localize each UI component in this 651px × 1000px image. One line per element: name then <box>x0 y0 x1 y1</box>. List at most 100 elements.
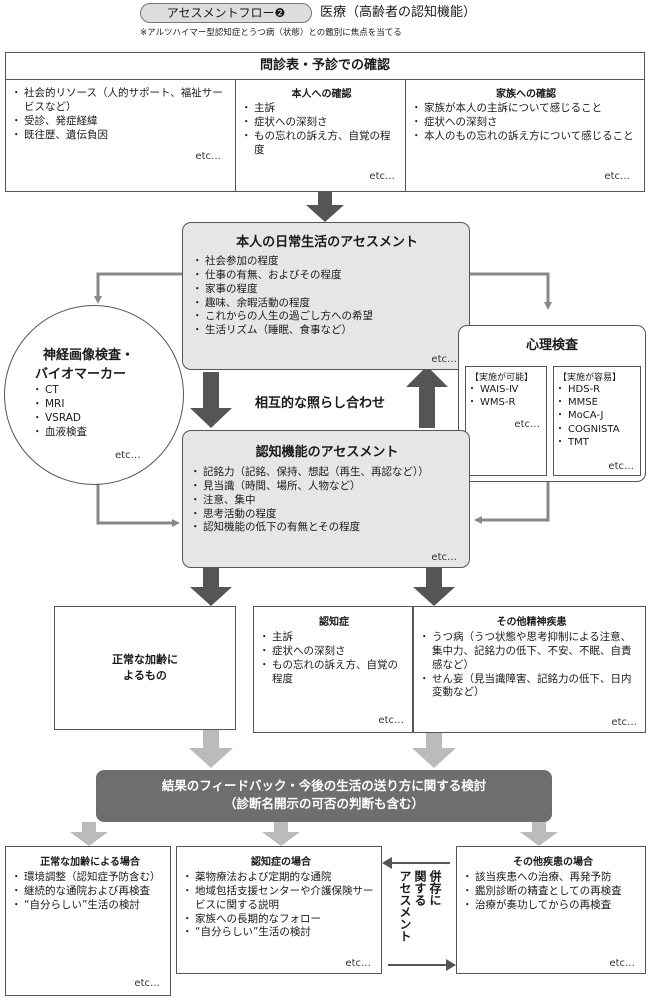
cognitive-item: 注意、集中 <box>190 494 461 508</box>
intake-col3-item: 本人のもの忘れの訴え方について感じること <box>411 130 638 144</box>
psych-right-item: HDS-R <box>555 383 640 396</box>
intake-col1-item: 社会的リソース（人的サポート、福祉サービスなど） <box>11 87 229 115</box>
etc-label: etc… <box>115 450 141 461</box>
line-psych-to-cognitive <box>474 482 550 524</box>
etc-label: etc… <box>611 717 637 728</box>
outcome-other-item: うつ病（うつ状態や思考抑制による注意、集中力、記銘力の低下、不安、不眠、自責感な… <box>419 631 641 673</box>
neuro-title-line1: 神経画像検査・ <box>43 348 135 363</box>
daily-life-item: 生活リズム（睡眠、食事など） <box>192 324 459 338</box>
feedback-panel: 結果のフィードバック・今後の生活の送り方に関する検討 （診断名開示の可否の判断も… <box>96 770 552 822</box>
cross-ref-label: 相互的な照らし合わせ <box>254 396 385 411</box>
case-normal-box: 正常な加齢による場合 環境調整（認知症予防含む） 継続的な通院および再検査 “自… <box>5 846 171 996</box>
arrow-cognitive-to-normal <box>190 568 232 606</box>
intake-col-social: 社会的リソース（人的サポート、福祉サービスなど） 受診、発症経緯 既往歴、遺伝負… <box>6 79 236 191</box>
case-other-item: 治療が奏功してからの再検査 <box>462 899 641 913</box>
arrow-feedback-to-dementia-case <box>262 822 300 846</box>
psych-right-item: MoCA-J <box>555 409 640 422</box>
case-dementia-item: “自分らしい”生活の検討 <box>182 926 377 940</box>
etc-label: etc… <box>195 151 221 162</box>
daily-life-item: 社会参加の程度 <box>192 255 459 269</box>
coexist-line2: 関する <box>413 870 427 906</box>
arrow-cognitive-to-disease <box>413 568 455 606</box>
case-dementia-box: 認知症の場合 薬物療法および定期的な通院 地域包括支援センターや介護保険サービス… <box>176 846 382 974</box>
psych-left-box: 【実施が可能】 WAIS-Ⅳ WMS-R etc… <box>465 366 547 476</box>
outcome-normal-box: 正常な加齢に よるもの <box>54 606 236 730</box>
outcome-dementia-item: 症状への深刻さ <box>259 645 406 659</box>
psych-right-heading: 【実施が容易】 <box>558 373 622 383</box>
case-other-box: その他疾患の場合 該当疾患への治療、再発予防 鑑別診断の精査としての再検査 治療… <box>456 846 646 974</box>
daily-life-item: 家事の程度 <box>192 283 459 297</box>
outcome-other-item: せん妄（見当識障害、記銘力の低下、日内変動など） <box>419 673 641 701</box>
case-dementia-item: 家族への長期的なフォロー <box>182 913 377 927</box>
coexist-line3: アセスメント <box>398 870 412 942</box>
outcome-other-box: その他精神疾患 うつ病（うつ状態や思考抑制による注意、集中力、記銘力の低下、不安… <box>413 606 646 733</box>
coexist-label: 併存に 関する アセスメント <box>392 870 442 960</box>
case-dementia-heading: 認知症の場合 <box>251 857 311 868</box>
psych-right-box: 【実施が容易】 HDS-R MMSE MoCA-J COGNISTA TMT e… <box>553 366 641 476</box>
psych-right-item: MMSE <box>555 396 640 409</box>
case-other-item: 鑑別診断の精査としての再検査 <box>462 885 641 899</box>
coexist-line1: 併存に <box>428 870 442 906</box>
intake-col2-item: 症状への深刻さ <box>241 116 399 130</box>
arrow-disease-to-feedback <box>412 733 456 768</box>
intake-col2-item: 主訴 <box>241 102 399 116</box>
intake-col1-item: 既往歴、遺伝負因 <box>11 129 229 143</box>
etc-label: etc… <box>345 958 371 969</box>
psych-right-item: COGNISTA <box>555 423 640 436</box>
etc-label: etc… <box>604 171 630 182</box>
intake-col2-heading: 本人への確認 <box>291 89 352 100</box>
case-dementia-item: 地域包括支援センターや介護保険サービスに関する説明 <box>182 885 377 913</box>
psych-left-item: WAIS-Ⅳ <box>467 383 546 396</box>
outcome-normal-line2: よるもの <box>123 669 167 682</box>
arrow-cognitive-to-daily <box>406 366 448 428</box>
case-normal-item: “自分らしい”生活の検討 <box>11 899 166 913</box>
case-normal-heading: 正常な加齢による場合 <box>40 857 140 868</box>
outcome-normal-line1: 正常な加齢に <box>112 653 178 666</box>
intake-col1-item: 受診、発症経緯 <box>11 115 229 129</box>
intake-panel: 問診表・予診での確認 社会的リソース（人的サポート、福祉サービスなど） 受診、発… <box>5 52 645 192</box>
arrow-feedback-to-other-case <box>520 822 558 846</box>
cognitive-panel: 認知機能のアセスメント 記銘力（記銘、保持、想起（再生、再認など）） 見当識（時… <box>182 430 470 568</box>
intake-col3-item: 家族が本人の主訴について感じること <box>411 102 638 116</box>
neuro-item: CT <box>32 384 183 398</box>
line-daily-to-neuro <box>94 272 182 304</box>
psych-left-item: WMS-R <box>467 396 546 409</box>
outcome-dementia-heading: 認知症 <box>319 617 349 628</box>
cognitive-title: 認知機能のアセスメント <box>255 445 399 460</box>
case-other-heading: その他疾患の場合 <box>513 857 593 868</box>
daily-life-item: これからの人生の過ごし方への希望 <box>192 310 459 324</box>
intake-col-family: 家族への確認 家族が本人の主訴について感じること 症状への深刻さ 本人のもの忘れ… <box>406 79 644 191</box>
intake-col3-item: 症状への深刻さ <box>411 116 638 130</box>
daily-life-title: 本人の日常生活のアセスメント <box>236 235 418 250</box>
feedback-line2: （診断名開示の可否の判断も含む） <box>223 796 424 811</box>
case-other-item: 該当疾患への治療、再発予防 <box>462 871 641 885</box>
case-dementia-item: 薬物療法および定期的な通院 <box>182 871 377 885</box>
neuro-item: MRI <box>32 398 183 412</box>
header-title: 医療（高齢者の認知機能） <box>320 5 477 20</box>
daily-life-panel: 本人の日常生活のアセスメント 社会参加の程度 仕事の有無、およびその程度 家事の… <box>182 222 470 370</box>
outcome-dementia-box: 認知症 主訴 症状への深刻さ もの忘れの訴え方、自覚の程度 etc… <box>253 606 413 733</box>
cognitive-item: 見当識（時間、場所、人物など） <box>190 480 461 494</box>
arrow-intake-to-daily <box>306 191 344 222</box>
feedback-line1: 結果のフィードバック・今後の生活の送り方に関する検討 <box>161 778 487 793</box>
etc-label: etc… <box>608 461 634 472</box>
etc-label: etc… <box>378 715 404 726</box>
daily-life-item: 仕事の有無、およびその程度 <box>192 269 459 283</box>
outcome-other-heading: その他精神疾患 <box>496 617 567 628</box>
intake-title: 問診表・予診での確認 <box>6 53 644 80</box>
neuro-item: VSRAD <box>32 412 183 426</box>
cognitive-item: 記銘力（記銘、保持、想起（再生、再認など）） <box>190 466 461 480</box>
header-subtitle: ※アルツハイマー型認知症とうつ病（状態）との鑑別に焦点を当てる <box>140 28 402 38</box>
etc-label: etc… <box>514 419 540 430</box>
intake-col3-heading: 家族への確認 <box>496 89 556 100</box>
etc-label: etc… <box>431 354 457 365</box>
arrow-daily-to-cognitive <box>190 372 232 428</box>
neuro-item: 血液検査 <box>32 426 183 440</box>
outcome-dementia-item: 主訴 <box>259 631 406 645</box>
daily-life-item: 趣味、余暇活動の程度 <box>192 297 459 311</box>
intake-col-self: 本人への確認 主訴 症状への深刻さ もの忘れの訴え方、自覚の程度 etc… <box>236 79 406 191</box>
arrow-normal-to-feedback <box>189 730 233 768</box>
intake-col2-item: もの忘れの訴え方、自覚の程度 <box>241 130 399 158</box>
neuro-panel: 神経画像検査・ バイオマーカー CT MRI VSRAD 血液検査 etc… <box>4 305 184 485</box>
